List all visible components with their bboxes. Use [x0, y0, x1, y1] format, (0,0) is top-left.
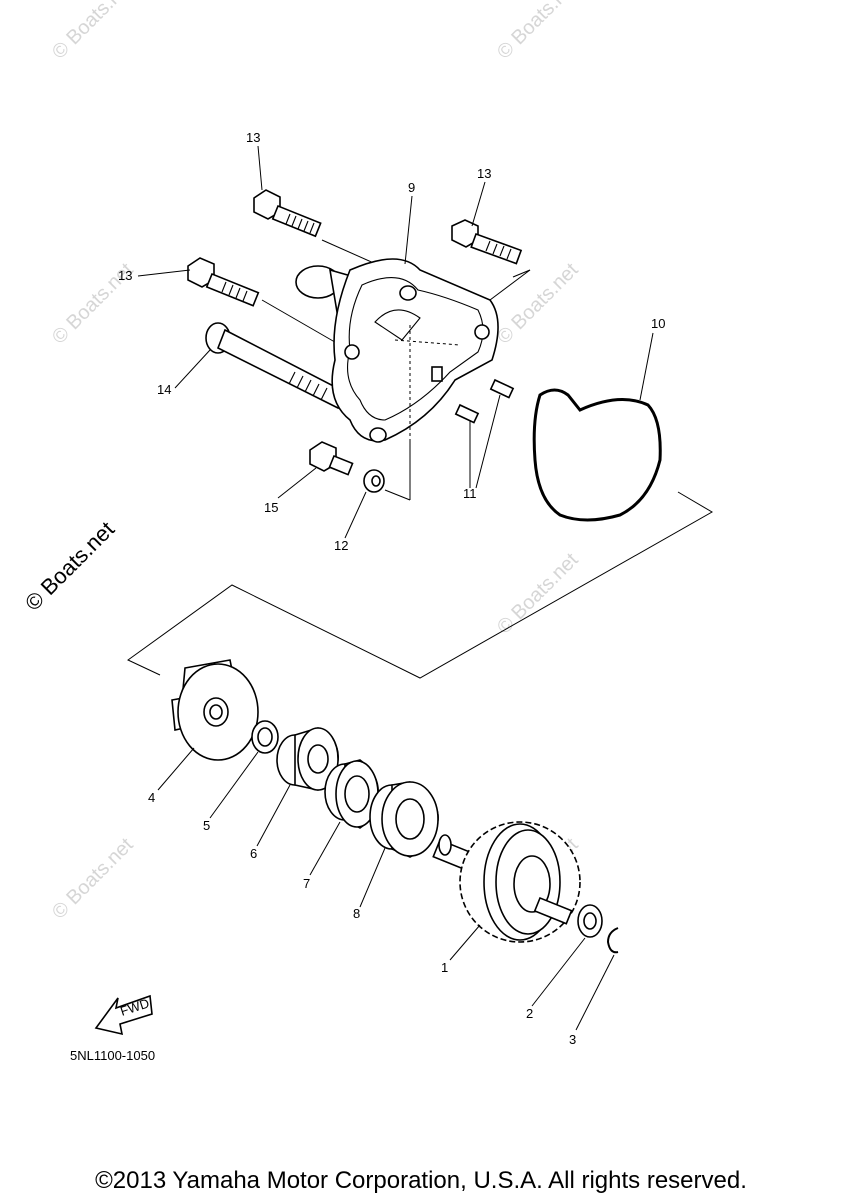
callout-5: 5 [203, 818, 210, 833]
watermark: © Boats.net [493, 0, 583, 64]
callout-3: 3 [569, 1032, 576, 1047]
pump-housing-9 [295, 258, 499, 443]
watermark: © Boats.net [48, 0, 138, 64]
bolt-15 [309, 441, 354, 476]
callout-2: 2 [526, 1006, 533, 1021]
callout-8: 8 [353, 906, 360, 921]
copyright-notice: ©2013 Yamaha Motor Corporation, U.S.A. A… [95, 1167, 747, 1194]
callouts: 13 9 13 13 10 14 11 15 12 4 5 6 7 8 1 2 … [118, 130, 665, 1047]
callout-7: 7 [303, 876, 310, 891]
callout-11: 11 [463, 486, 477, 501]
callout-14: 14 [157, 382, 171, 397]
callout-13: 13 [246, 130, 260, 145]
callout-1: 1 [441, 960, 448, 975]
bolt-13-left [187, 257, 260, 307]
bolt-13-right [451, 219, 523, 265]
callout-15: 15 [264, 500, 278, 515]
seal-5 [251, 720, 279, 754]
circlip-3 [606, 927, 619, 954]
callout-9: 9 [408, 180, 415, 195]
impeller-4 [171, 659, 259, 761]
diagram-code: 5NL1100-1050 [70, 1048, 156, 1063]
callout-10: 10 [651, 316, 665, 331]
callout-13: 13 [477, 166, 491, 181]
watermark: © Boats.net [48, 834, 138, 924]
washer-2 [577, 904, 603, 938]
washer-12 [363, 469, 385, 493]
callout-12: 12 [334, 538, 348, 553]
long-bolt-14 [205, 322, 347, 410]
bearing-8 [369, 781, 439, 858]
callout-6: 6 [250, 846, 257, 861]
oil-seal-6 [276, 727, 339, 791]
fwd-arrow-icon: FWD [94, 994, 153, 1036]
bolt-13-upper [253, 189, 322, 238]
o-ring-10 [532, 388, 662, 522]
watermark: © Boats.net [493, 259, 583, 349]
callout-leaders [137, 145, 654, 1031]
callout-13: 13 [118, 268, 132, 283]
dowel-pins-11 [454, 378, 515, 424]
impeller-shaft-gear-1 [432, 821, 581, 943]
callout-4: 4 [148, 790, 155, 805]
